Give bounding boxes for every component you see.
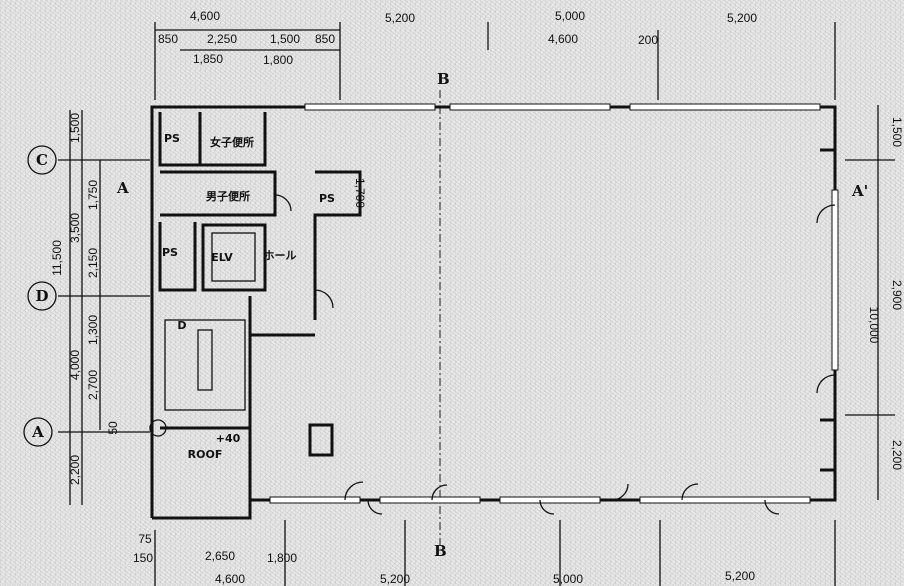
dim-bottom: 5,200 [380, 572, 410, 586]
room-label-womens-wc: 女子便所 [210, 135, 254, 149]
section-mark-a: A [116, 179, 129, 197]
grid-axis-c: C [27, 145, 57, 175]
dim-right: 2,900 [890, 280, 904, 310]
room-label-mens-wc: 男子便所 [206, 189, 250, 203]
dim-top: 5,200 [385, 11, 415, 25]
dim-top: 1,500 [270, 32, 300, 46]
dim-bottom: 2,650 [205, 549, 235, 563]
dim-bottom: 1,800 [267, 551, 297, 565]
room-label-ps: PS [162, 246, 178, 259]
dim-top: 1,800 [263, 53, 293, 67]
dim-left: 1,500 [68, 113, 82, 143]
dim-ps: 1,700 [353, 178, 367, 208]
room-label-ps: PS [164, 132, 180, 145]
dim-right: 10,000 [867, 307, 881, 344]
dim-bottom: 75 [138, 532, 152, 546]
dim-top: 5,200 [727, 11, 757, 25]
section-mark-a-prime: A' [851, 182, 868, 200]
column-marker [149, 419, 167, 437]
dim-bottom: 150 [133, 551, 153, 565]
grid-label-d: D [35, 287, 48, 305]
grid-axis-a: A [23, 417, 53, 447]
dim-top: 5,000 [555, 9, 585, 23]
dim-left: 50 [106, 421, 120, 435]
dim-left: 2,700 [86, 370, 100, 400]
dim-left: 11,500 [50, 240, 64, 276]
grid-label-c: C [36, 151, 48, 169]
dim-top: 1,850 [193, 52, 223, 66]
dim-top: 200 [638, 33, 658, 47]
windows [269, 103, 839, 504]
dim-bottom: 5,200 [725, 569, 755, 583]
grid-axis-d: D [27, 281, 57, 311]
dim-left: 2,150 [86, 248, 100, 278]
stair-down-label: D [177, 319, 186, 332]
dim-bottom: 4,600 [215, 572, 245, 586]
dim-left: 1,300 [86, 315, 100, 345]
dim-top: 4,600 [190, 9, 220, 23]
dim-left: 2,200 [68, 455, 82, 485]
dim-bottom: 5,000 [553, 572, 583, 586]
room-label-roof: ROOF [188, 448, 223, 461]
dim-top: 850 [158, 32, 178, 46]
section-mark-b-top: B [437, 70, 450, 88]
dim-right: 1,500 [890, 117, 904, 147]
dim-left: 1,750 [86, 180, 100, 210]
dim-left: 3,500 [68, 213, 82, 243]
dim-top: 4,600 [548, 32, 578, 46]
grid-label-a: A [31, 423, 44, 441]
dim-top: 850 [315, 32, 335, 46]
room-label-elevator: ELV [211, 251, 233, 264]
room-label-ps: PS [319, 192, 335, 205]
roof-level-label: +40 [216, 432, 241, 445]
dimension-lines [58, 22, 895, 586]
doors [274, 194, 836, 515]
dim-left: 4,000 [68, 350, 82, 380]
section-mark-b-bottom: B [434, 542, 447, 560]
room-label-hall: ホール [264, 249, 297, 262]
walls [150, 105, 837, 520]
dim-right: 2,200 [890, 440, 904, 470]
dim-top: 2,250 [207, 32, 237, 46]
